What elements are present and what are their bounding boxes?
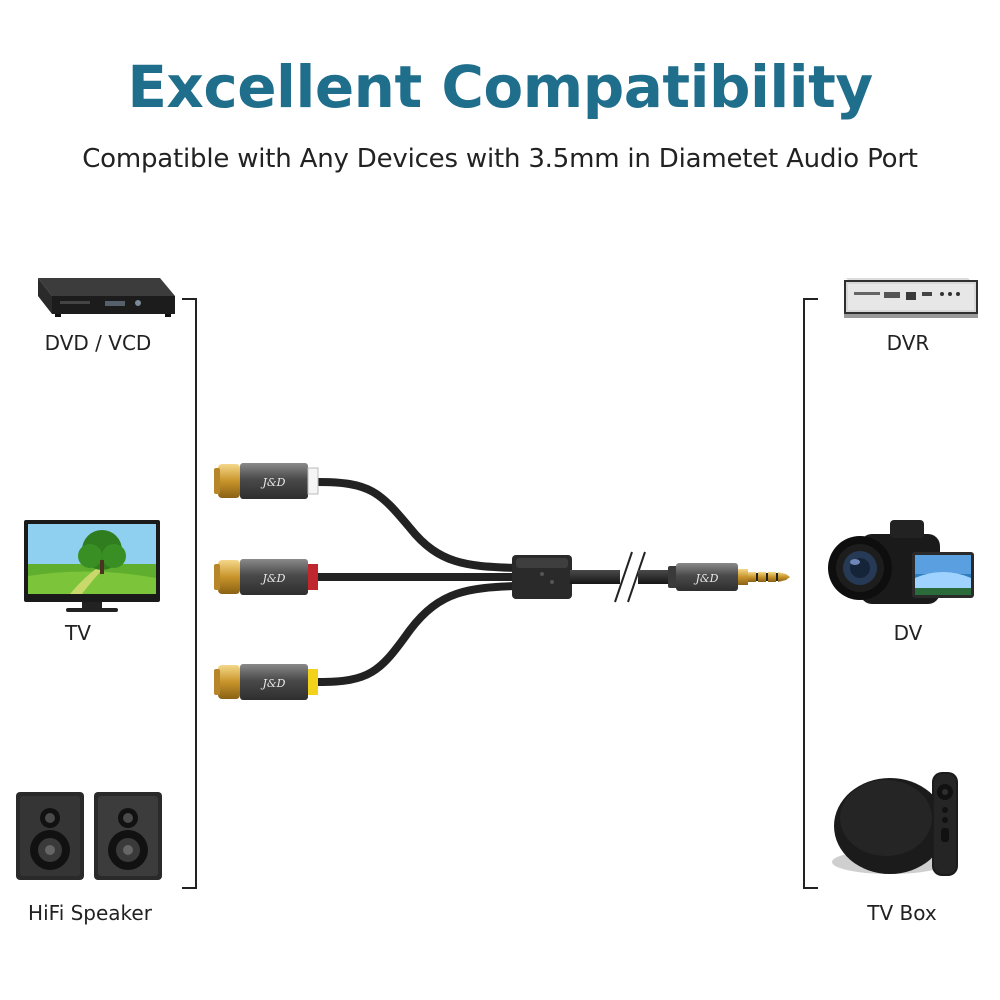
device-tvbox	[820, 762, 1000, 882]
page-title: Excellent Compatibility	[127, 53, 873, 121]
device-label-tvbox: TV Box	[867, 901, 937, 925]
rca-brand-yellow: J&D	[260, 677, 285, 690]
tv-icon	[24, 520, 160, 612]
device-camcorder	[820, 512, 1000, 616]
main-cable	[570, 570, 620, 584]
device-dvd	[10, 270, 190, 326]
camcorder-icon	[828, 520, 974, 604]
device-label-speaker: HiFi Speaker	[28, 901, 152, 925]
device-label-tv: TV	[65, 621, 91, 645]
device-speaker	[10, 784, 190, 884]
plug-3-5mm: J&D	[668, 563, 790, 591]
rca-connector-yellow: J&D	[214, 664, 318, 700]
rca-brand-red: J&D	[260, 572, 285, 585]
device-tv	[10, 516, 190, 616]
cable-branch-top	[317, 478, 516, 572]
rca-connector-red: J&D	[214, 559, 318, 595]
device-label-dv: DV	[893, 621, 923, 645]
device-label-dvr: DVR	[886, 331, 930, 355]
rca-brand-white: J&D	[260, 476, 285, 489]
left-bracket	[182, 298, 197, 889]
tv-box-icon	[832, 772, 958, 876]
right-bracket	[803, 298, 818, 889]
dvr-icon	[844, 278, 978, 318]
plug-brand: J&D	[693, 572, 718, 585]
page-subtitle: Compatible with Any Devices with 3.5mm i…	[82, 144, 918, 174]
device-label-dvd: DVD / VCD	[44, 331, 152, 355]
dvd-player-icon	[38, 278, 175, 317]
rca-connector-white: J&D	[214, 463, 319, 499]
speaker-icon	[16, 792, 162, 880]
device-dvr	[820, 270, 1000, 330]
cable-branch-bottom	[317, 582, 516, 686]
